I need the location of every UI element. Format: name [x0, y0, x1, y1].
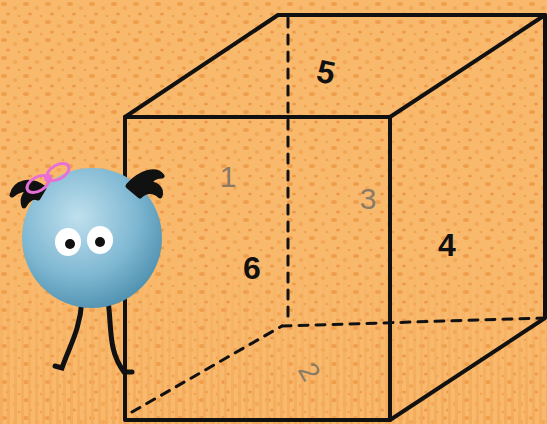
arm — [128, 172, 162, 196]
ball-body — [22, 168, 162, 308]
leg — [108, 300, 132, 372]
hair-bow — [24, 160, 72, 196]
hidden-edge — [282, 318, 545, 326]
leg — [55, 300, 82, 368]
face-number: 1 — [220, 162, 237, 192]
cube — [125, 15, 545, 420]
eyes — [55, 226, 113, 256]
hidden-edge — [287, 18, 290, 323]
cube-top-edges — [125, 15, 545, 117]
face-number: 6 — [243, 252, 261, 284]
face-number: 4 — [438, 229, 456, 261]
hidden-edges — [132, 18, 545, 412]
face-number: 3 — [360, 184, 377, 214]
cube-front-face — [125, 117, 390, 420]
ball-character — [12, 160, 162, 372]
hidden-edge — [132, 326, 282, 412]
cube-right-edges — [390, 15, 545, 420]
